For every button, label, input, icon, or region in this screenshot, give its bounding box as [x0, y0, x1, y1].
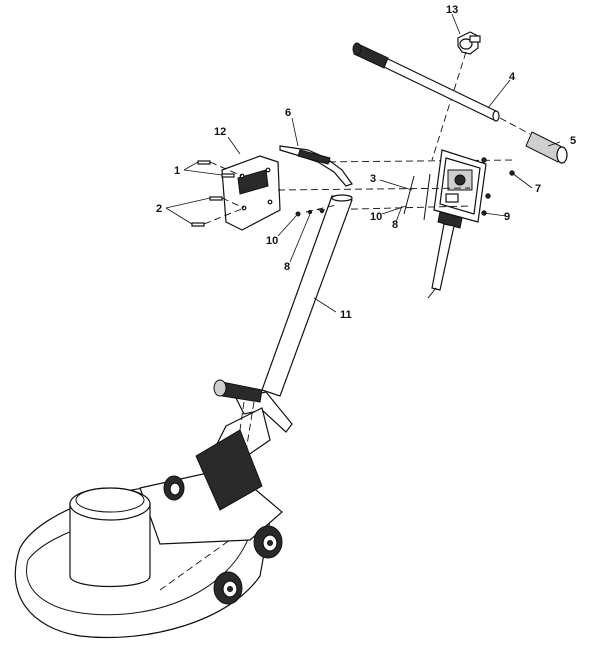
callout-5: 5 [570, 135, 576, 147]
screws-1 [197, 160, 235, 178]
callout-10-upper: 10 [370, 211, 382, 223]
callout-13: 13 [446, 4, 458, 16]
callouts: 13 4 5 6 12 1 2 3 7 10 8 9 10 8 11 [156, 4, 576, 321]
callout-12: 12 [214, 126, 226, 138]
part-11-handle-tube [261, 194, 353, 397]
part-9-control-housing [427, 149, 487, 299]
leader-lines [165, 13, 561, 313]
part-6-lever [279, 145, 353, 187]
part-3-rod [403, 173, 431, 221]
callout-10-lower: 10 [266, 235, 278, 247]
part-13-handle-clamp [457, 31, 481, 55]
assembly-line [159, 539, 231, 591]
assembly-line [203, 207, 245, 225]
callout-6: 6 [285, 107, 291, 119]
assembly-line [277, 187, 471, 191]
callout-9: 9 [504, 211, 510, 223]
wheel-front [213, 571, 243, 605]
wheel-rear [253, 525, 283, 559]
screws-2 [191, 196, 223, 227]
callout-8-lower: 8 [284, 261, 290, 273]
callout-2: 2 [156, 203, 162, 215]
part-12-cover [221, 155, 281, 231]
callout-8-upper: 8 [392, 219, 398, 231]
assembly-line [499, 117, 531, 135]
callout-1: 1 [174, 165, 180, 177]
machine-base [14, 429, 283, 639]
callout-4: 4 [509, 71, 516, 83]
assembly-line [221, 197, 245, 209]
callout-7: 7 [535, 183, 541, 195]
assembly-line [209, 161, 243, 177]
assembly-line [305, 204, 337, 213]
screws-7 [481, 157, 515, 216]
callout-11: 11 [340, 309, 352, 321]
wheel-small [163, 475, 185, 501]
part-4-handle-bar [352, 42, 500, 122]
part-5-grip [525, 131, 568, 164]
callout-3: 3 [370, 173, 376, 185]
assembly-line [431, 51, 467, 161]
